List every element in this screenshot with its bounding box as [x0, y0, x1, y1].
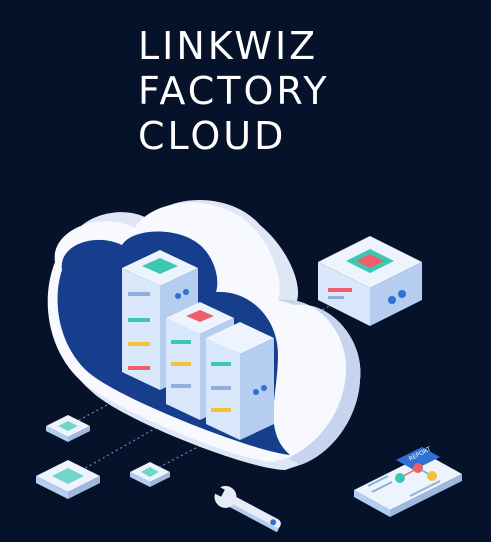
- report-document-icon: REPORT: [354, 446, 462, 517]
- page-title: LINKWIZ FACTORY CLOUD: [138, 24, 330, 159]
- server-rack-icon: [122, 250, 274, 440]
- chip-icon: [36, 460, 100, 499]
- chip-icon: [130, 462, 170, 487]
- wrench-icon: [208, 483, 281, 533]
- title-line-3: CLOUD: [138, 114, 287, 158]
- server-box-icon: [318, 236, 422, 326]
- title-line-2: FACTORY: [138, 69, 330, 113]
- title-line-1: LINKWIZ: [138, 24, 319, 68]
- chip-icon: [46, 415, 90, 442]
